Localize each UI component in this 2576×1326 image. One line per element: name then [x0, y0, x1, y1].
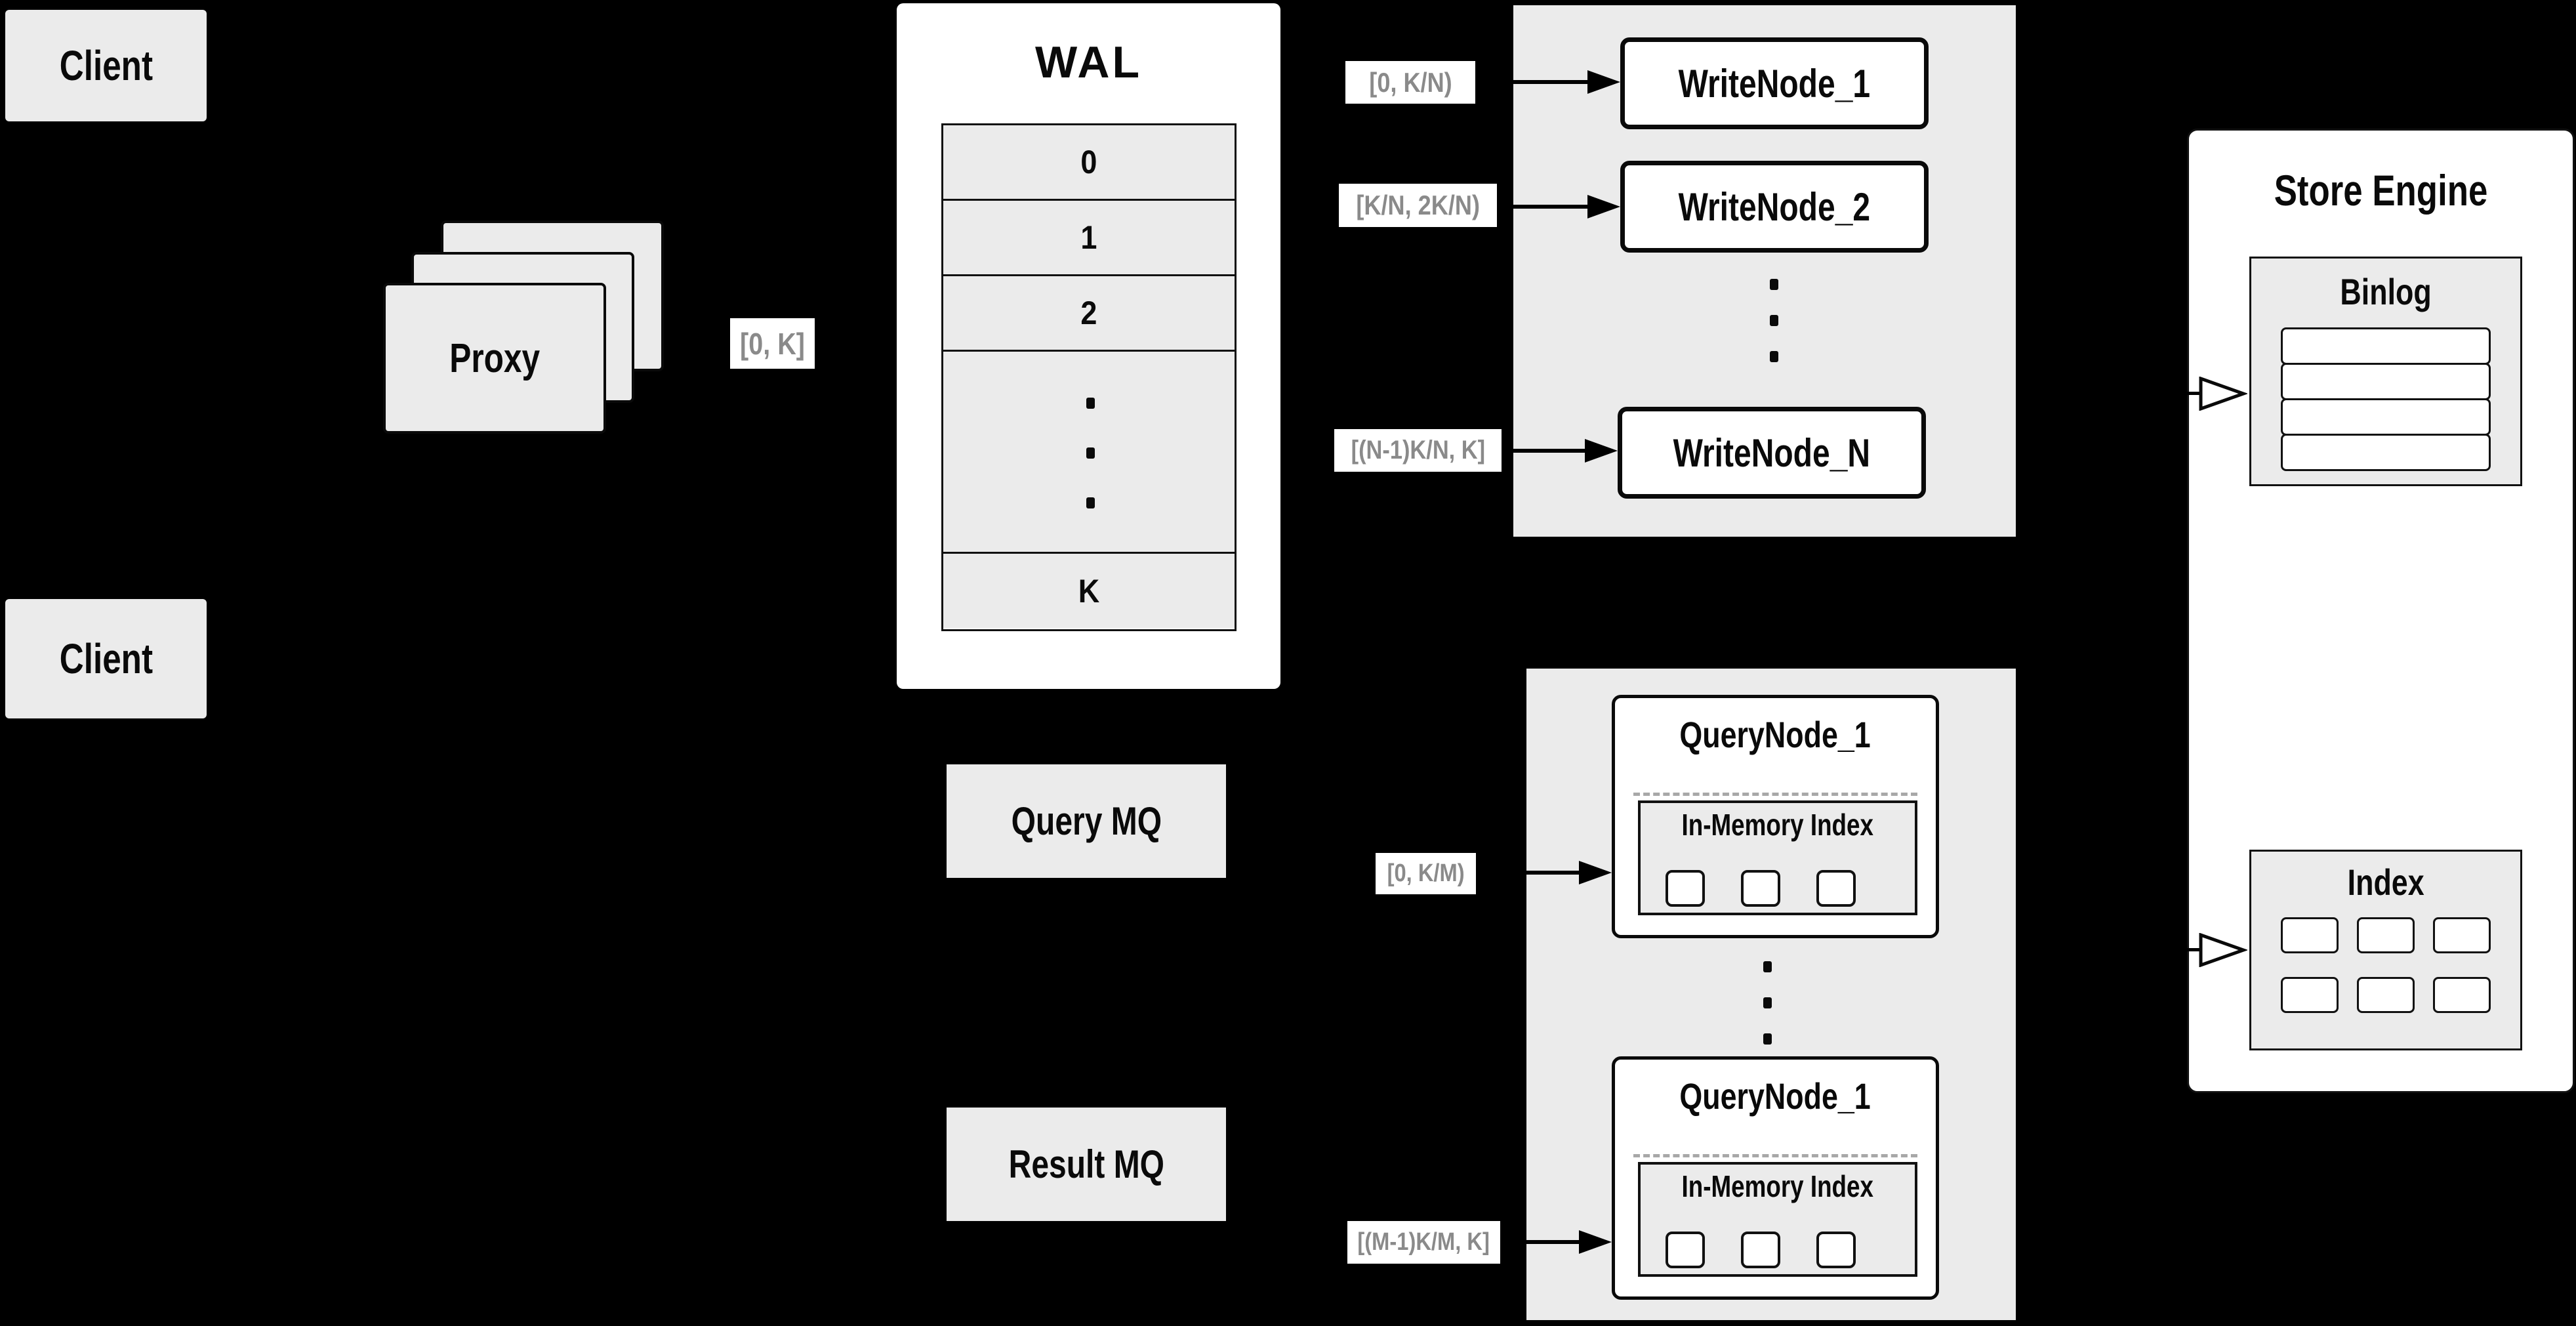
arrow-to-writenode1 [1475, 80, 1588, 84]
binlog-box: Binlog [2249, 257, 2522, 486]
store-engine-title: Store Engine [2274, 166, 2488, 215]
arrow-to-writenodeN [1502, 449, 1585, 453]
index-cell [2433, 917, 2491, 953]
arrowhead-index-open [2199, 933, 2247, 967]
store-engine-title-row: Store Engine [2187, 157, 2575, 223]
arrowhead-writenode1 [1587, 70, 1620, 94]
wal-table: 0 1 2 K [941, 123, 1237, 631]
arrow-to-querynodeM [1500, 1240, 1580, 1244]
index-cell [2281, 977, 2339, 1013]
wal-row-0: 0 [943, 125, 1235, 201]
client-bottom-label: Client [59, 635, 153, 682]
edge-label-wal-writenode1: [0, K/N) [1345, 61, 1475, 104]
arrowhead-querynode1 [1579, 861, 1612, 884]
ellipsis-dot [1763, 961, 1772, 972]
ellipsis-dot [1086, 398, 1095, 409]
index-cell [2357, 977, 2415, 1013]
binlog-row [2281, 434, 2491, 471]
memory-cell [1666, 1232, 1705, 1268]
edge-label-wal-writenodeN: [(N-1)K/N, K] [1334, 429, 1502, 472]
wal-row-2: 2 [943, 276, 1235, 352]
arrow-to-writenode2 [1497, 205, 1588, 209]
index-cell [2433, 977, 2491, 1013]
binlog-row [2281, 327, 2491, 365]
ellipsis-dot [1763, 1033, 1772, 1045]
query-node-m-title-row: QueryNode_1 [1679, 1075, 1871, 1117]
memory-cell [1741, 1232, 1780, 1268]
ellipsis-dot [1086, 447, 1095, 459]
edge-label-mq-querynode1: [0, K/M) [1376, 853, 1476, 894]
memory-cell [1816, 1232, 1856, 1268]
result-mq-label: Result MQ [1008, 1142, 1164, 1186]
query-mq-node: Query MQ [947, 764, 1226, 878]
result-mq-node: Result MQ [947, 1108, 1226, 1221]
proxy-node: Proxy [383, 283, 606, 434]
binlog-title: Binlog [2340, 270, 2432, 312]
binlog-title-row: Binlog [2251, 259, 2520, 324]
ellipsis-dot [1086, 497, 1095, 508]
in-memory-index-m: In-Memory Index [1638, 1162, 1917, 1277]
dashed-separator [1633, 1154, 1917, 1157]
arrow-to-querynode1 [1476, 871, 1580, 875]
ellipsis-dot [1770, 351, 1778, 362]
client-top-label: Client [59, 42, 153, 89]
arrowhead-writenode2 [1587, 195, 1620, 218]
edge-label-proxy-wal: [0, K] [730, 318, 815, 369]
edge-label-mq-querynodeM: [(M-1)K/M, K] [1347, 1221, 1500, 1264]
arrowhead-binlog-open [2199, 377, 2247, 411]
wal-container: WAL 0 1 2 K [897, 3, 1280, 689]
memory-cell [1666, 870, 1705, 907]
proxy-label: Proxy [449, 335, 540, 381]
dashed-separator [1633, 793, 1917, 796]
index-title: Index [2347, 861, 2424, 903]
query-node-m: QueryNode_1 In-Memory Index [1612, 1056, 1939, 1300]
index-cell [2281, 917, 2339, 953]
wal-row-k: K [943, 554, 1235, 628]
write-node-n: WriteNode_N [1618, 407, 1926, 499]
wal-row-1: 1 [943, 201, 1235, 276]
query-mq-label: Query MQ [1011, 799, 1162, 843]
wal-title-row: WAL [897, 33, 1280, 92]
binlog-rows [2281, 327, 2491, 471]
in-memory-index-1: In-Memory Index [1638, 800, 1917, 915]
arrow-to-index [2119, 948, 2203, 951]
binlog-row [2281, 363, 2491, 400]
arrowhead-querynodeM [1579, 1230, 1612, 1254]
edge-label-wal-writenode2: [K/N, 2K/N) [1339, 184, 1497, 227]
client-top-node: Client [5, 10, 207, 121]
query-node-1: QueryNode_1 In-Memory Index [1612, 695, 1939, 938]
index-title-row: Index [2251, 852, 2520, 912]
wal-title: WAL [1034, 37, 1143, 87]
binlog-row [2281, 398, 2491, 436]
wal-row-ellipsis [943, 352, 1235, 554]
write-node-1: WriteNode_1 [1620, 37, 1929, 129]
client-bottom-node: Client [5, 599, 207, 718]
memory-cell [1816, 870, 1856, 907]
arrow-to-binlog [2119, 392, 2203, 395]
arrowhead-writenodeN [1585, 439, 1618, 463]
query-node-1-title-row: QueryNode_1 [1679, 713, 1871, 755]
write-node-2: WriteNode_2 [1620, 161, 1929, 253]
ellipsis-dot [1763, 997, 1772, 1008]
ellipsis-dot [1770, 279, 1778, 290]
ellipsis-dot [1770, 315, 1778, 326]
memory-cell [1741, 870, 1780, 907]
index-cell [2357, 917, 2415, 953]
